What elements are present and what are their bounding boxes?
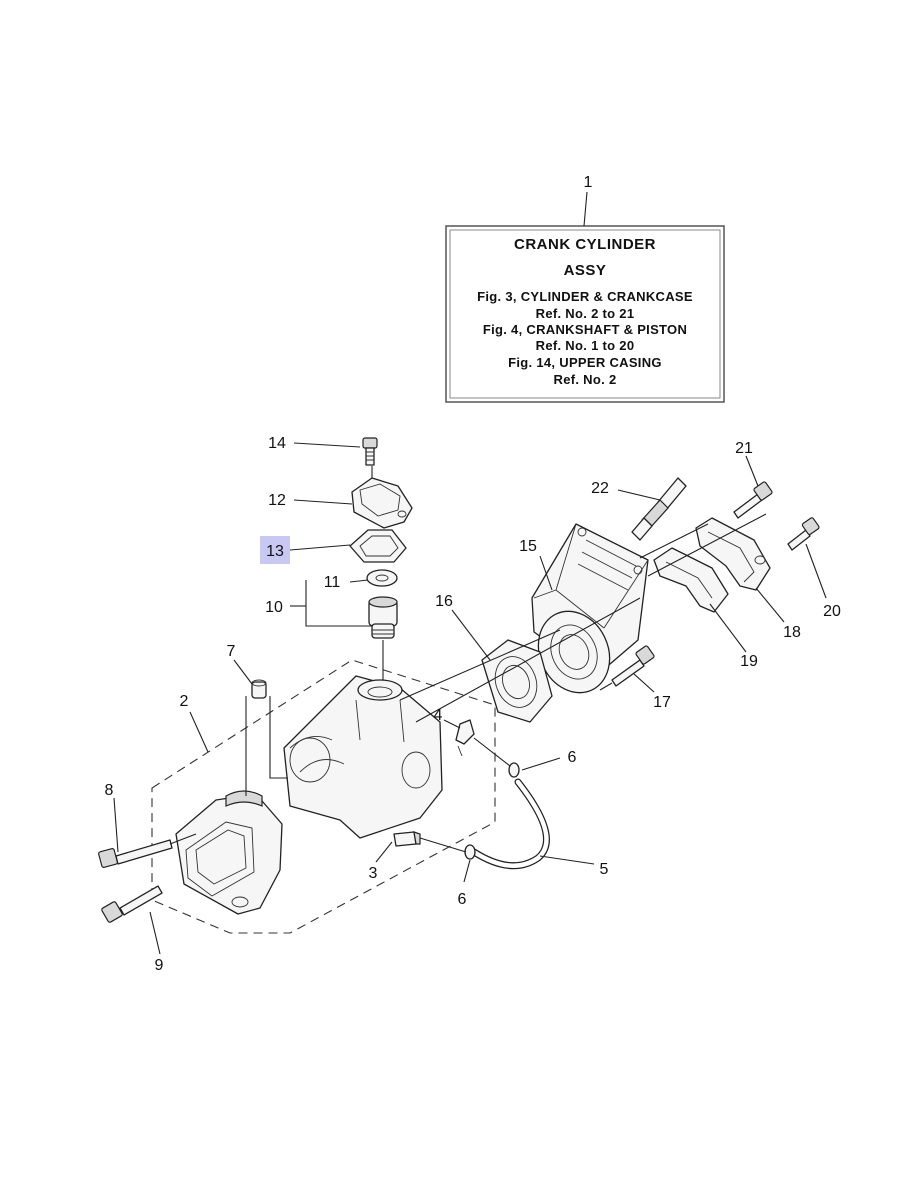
part-14-bolt [362,437,378,466]
part-4-fitting [455,719,475,757]
assembly-info-box: CRANK CYLINDER ASSY Fig. 3, CYLINDER & C… [445,174,725,403]
part-19-gasket [653,547,729,613]
part-3-fitting [393,831,421,847]
part-15-cylinder-head [531,523,649,694]
part-9-bolt [101,885,163,923]
callout-3[interactable]: 3 [369,865,378,882]
callout-6-lower[interactable]: 6 [458,891,467,908]
callout-7[interactable]: 7 [227,643,236,660]
callout-leaders [113,442,827,955]
callout-numbers: 14 12 13 11 10 7 2 8 9 3 4 6 6 5 15 16 2… [105,435,841,974]
info-line-2: Ref. No. 2 to 21 [536,306,635,321]
info-title-line1: CRANK CYLINDER [514,236,656,253]
callout-2[interactable]: 2 [180,693,189,710]
callout-11[interactable]: 11 [324,574,341,591]
callout-5[interactable]: 5 [600,861,609,878]
part-7-dowel-pin [251,679,267,699]
callout-12[interactable]: 12 [268,492,286,509]
part-16-gasket [481,639,553,723]
info-line-6: Ref. No. 2 [554,372,617,387]
callout-8[interactable]: 8 [105,782,114,799]
part-20-bolt [787,517,820,551]
part-13-gasket [349,529,407,563]
callout-21[interactable]: 21 [735,440,753,457]
crankcase-assembly-outline [151,659,496,934]
info-title-line2: ASSY [564,262,607,279]
callout-17[interactable]: 17 [653,694,671,711]
callout-6-upper[interactable]: 6 [568,749,577,766]
callout-4[interactable]: 4 [434,707,443,724]
callout-16[interactable]: 16 [435,593,453,610]
part-21-bolt [733,481,773,519]
callout-10[interactable]: 10 [265,599,283,616]
part-5-hose [470,778,550,870]
part-11-washer [366,569,398,587]
part-18-exhaust-cover [695,517,771,591]
part-2-crankcase-right [283,675,443,839]
info-line-1: Fig. 3, CYLINDER & CRANKCASE [477,289,693,304]
info-line-3: Fig. 4, CRANKSHAFT & PISTON [483,322,687,337]
callout-9[interactable]: 9 [155,957,164,974]
assembly-axis-lines [169,466,767,853]
callout-14[interactable]: 14 [268,435,286,452]
info-line-5: Fig. 14, UPPER CASING [508,355,662,370]
callout-19[interactable]: 19 [740,653,758,670]
part-2-crankcase-left [175,790,283,915]
part-22-spark-plug [631,477,687,541]
info-line-4: Ref. No. 1 to 20 [536,338,635,353]
part-6-clip-lower [464,844,476,860]
callout-15[interactable]: 15 [519,538,537,555]
part-17-bolt [611,645,655,687]
highlight-callout-13 [260,536,290,564]
part-8-bolt [98,839,173,868]
callout-1[interactable]: 1 [584,174,593,191]
part-12-cover [351,477,413,529]
callout-20[interactable]: 20 [823,603,841,620]
callout-13[interactable]: 13 [266,543,284,560]
callout-22[interactable]: 22 [591,480,609,497]
callout-18[interactable]: 18 [783,624,801,641]
part-6-clip-upper [508,762,520,778]
part-10-fitting [368,596,398,639]
